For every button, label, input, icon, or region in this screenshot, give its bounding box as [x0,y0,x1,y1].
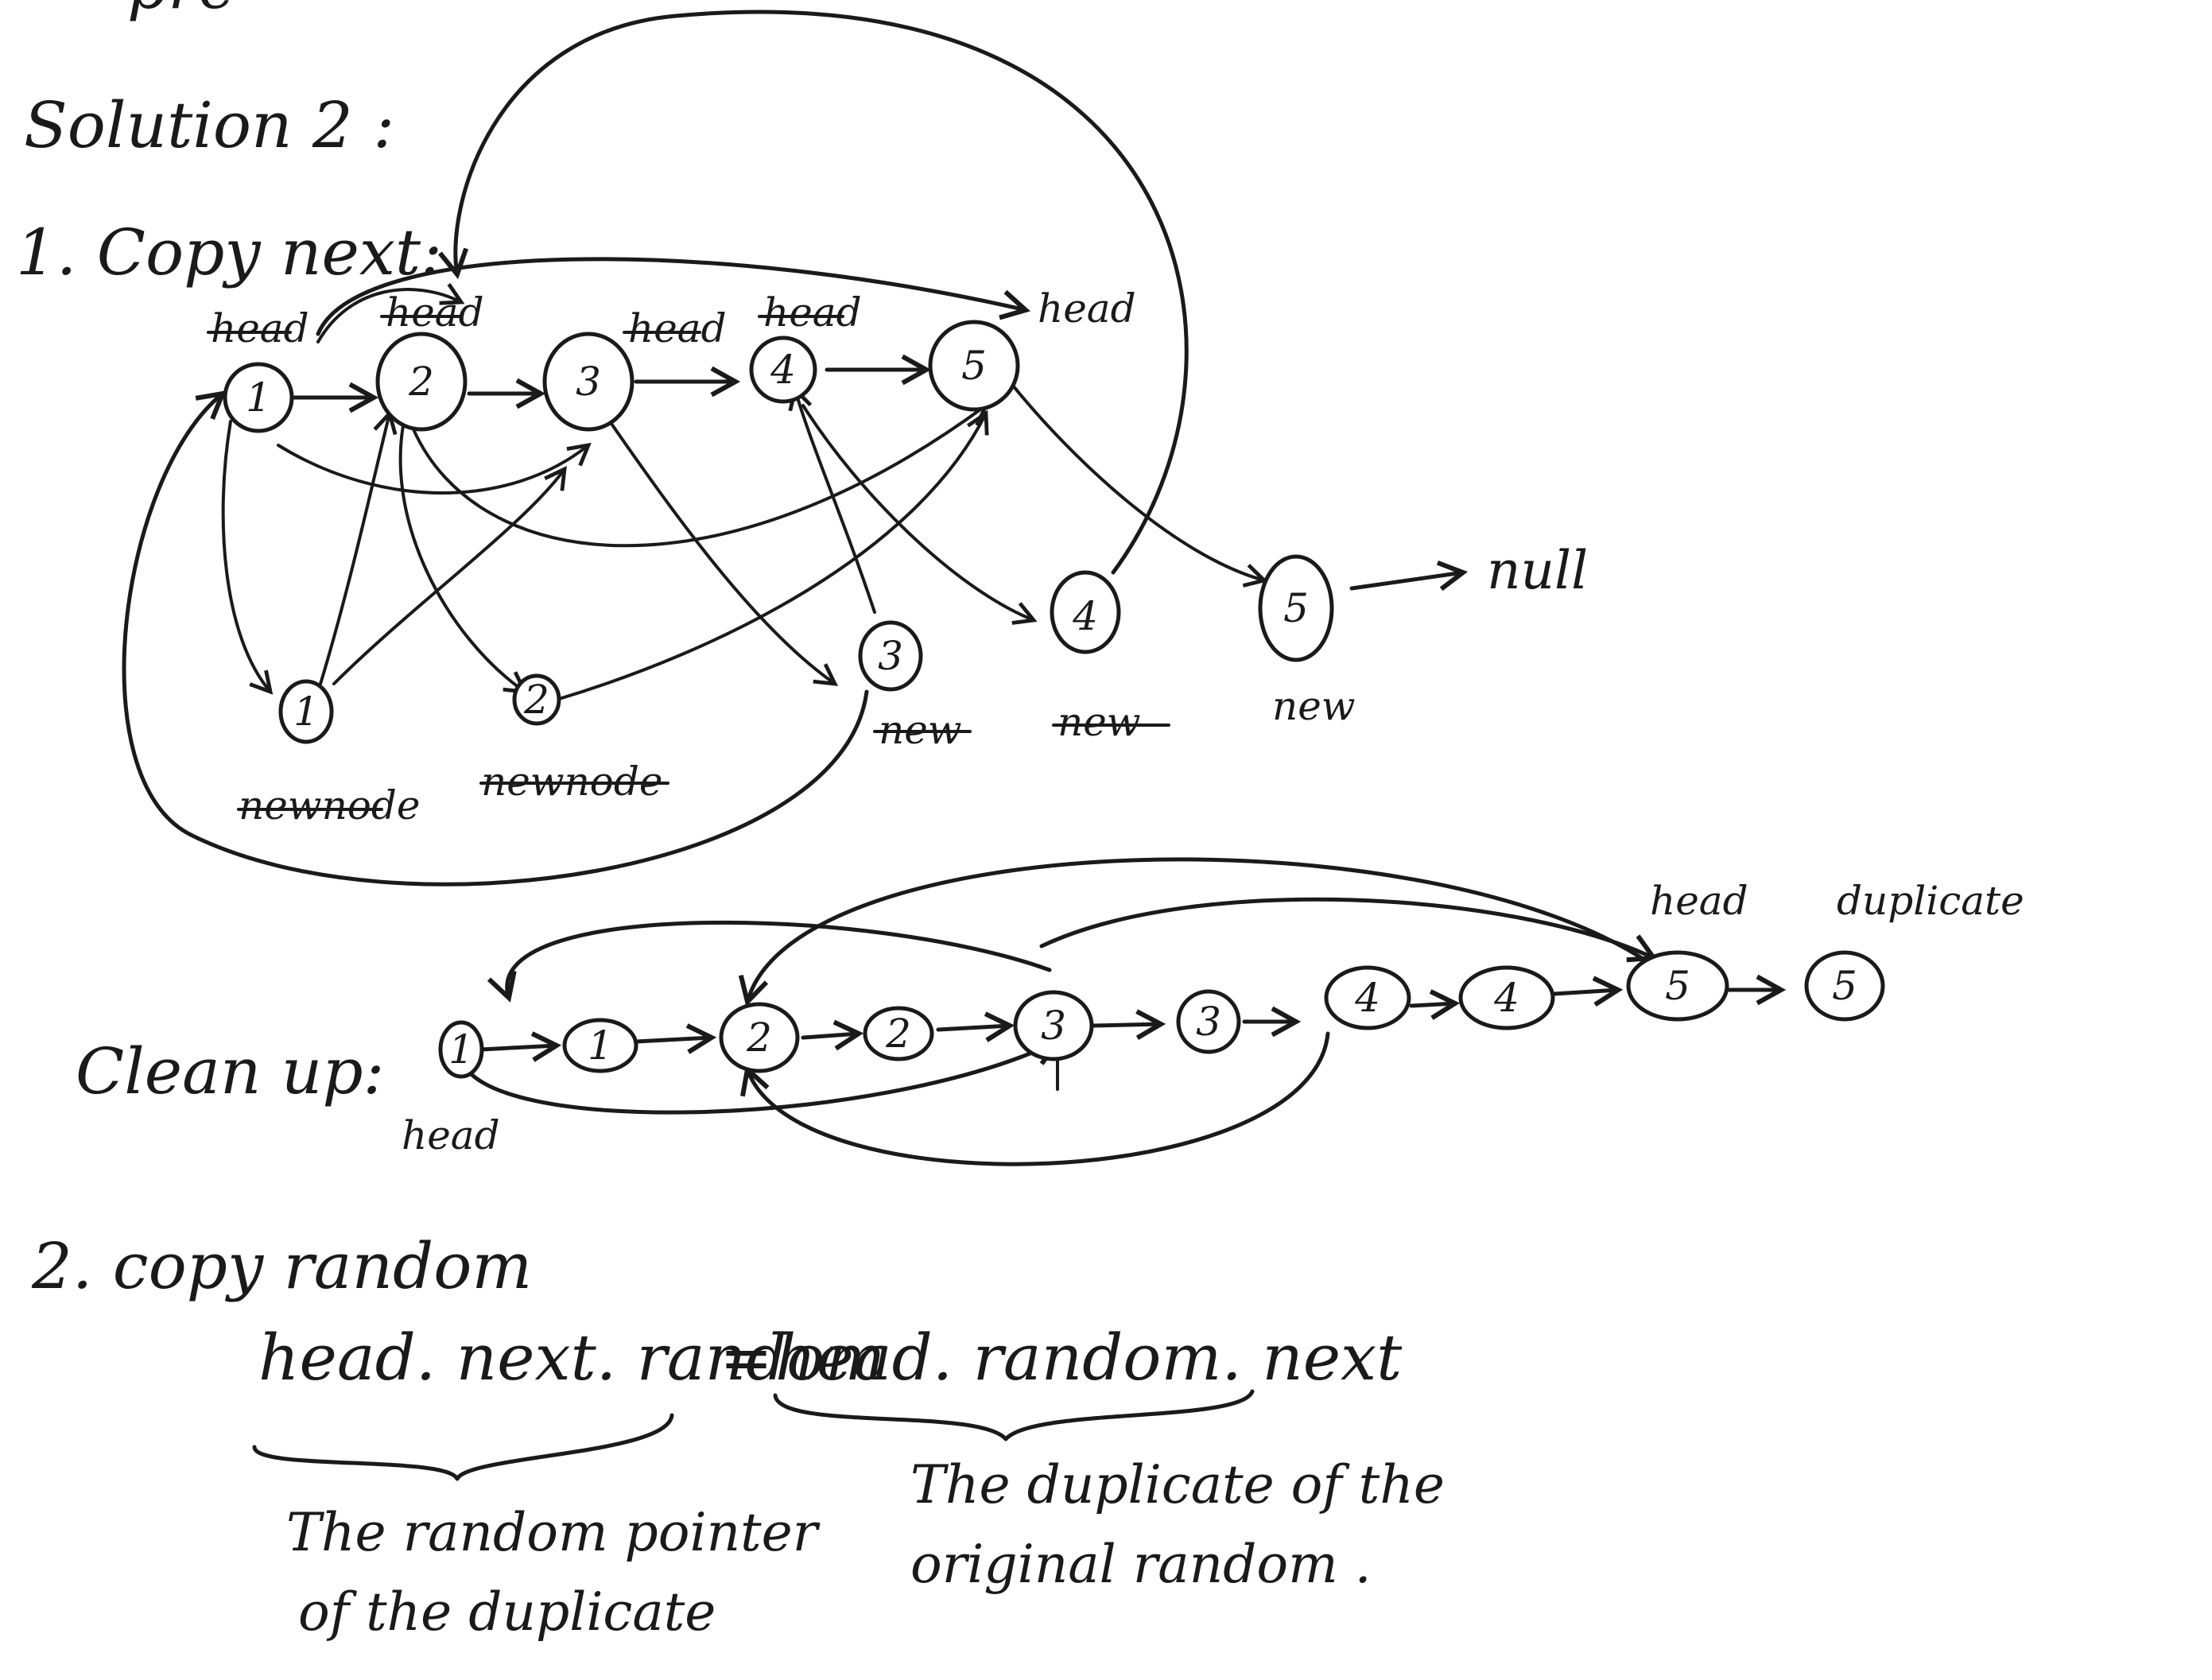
cross-link-2 [412,403,989,548]
copy-node-5: 5 [1258,554,1334,662]
copy-node-4: 4 [1050,570,1121,654]
svg-text:4: 4 [770,347,796,393]
svg-text:3: 3 [1041,1003,1066,1049]
cleanup-loop-4 [740,1031,1330,1166]
top-node-1: 1 [223,362,294,433]
cleanup-loop-1 [487,920,1052,1003]
top-label-4: head [763,289,862,336]
cleanup-node-3: 2 [719,1002,800,1073]
cross-link-1 [277,442,592,495]
top-node-4: 4 [749,336,817,404]
cleanup-node-4: 2 [863,1006,934,1061]
copy-node-3: 3 [858,620,923,692]
cross-link-10 [788,386,876,614]
copy-node-1: 1 [278,679,334,744]
step1-label: 1. Copy next: [16,215,442,289]
solution-title: Solution 2 : [24,88,394,162]
cleanup-head-left: head [402,1112,500,1158]
cleanup-node-5: 3 [1013,990,1094,1061]
step2-label: 2. copy random [31,1229,532,1303]
svg-text:5: 5 [1283,585,1309,631]
svg-text:1: 1 [448,1026,474,1073]
cross-link-7 [603,412,839,686]
rhs-note-line2: original random . [910,1534,1372,1595]
cleanup-loop-3 [459,1037,1062,1115]
cleanup-node-9: 5 [1626,950,1729,1022]
cleanup-node-7: 4 [1324,965,1411,1030]
copy-node-2: 2 [512,673,561,726]
svg-text:3: 3 [878,633,903,679]
cleanup-node-1: 1 [438,1020,484,1079]
lhs-brace [252,1413,674,1481]
step2-rhs: head. random. next [775,1321,1403,1395]
svg-text:2: 2 [408,359,434,405]
svg-text:1: 1 [588,1022,613,1069]
top-label-1: head [211,305,309,351]
svg-text:5: 5 [1665,963,1690,1009]
cross-link-5 [221,420,274,695]
cross-link-11 [316,409,398,693]
svg-text:2: 2 [746,1015,772,1061]
svg-text:3: 3 [576,359,601,405]
cross-link-8 [801,404,1038,625]
top-label-5: head [1038,285,1136,332]
cross-link-3 [332,465,567,685]
cross-link-4 [555,409,989,701]
cleanup-node-8: 4 [1458,965,1555,1030]
null-arrow [1349,560,1469,592]
cross-link-6 [398,412,529,694]
cleanup-loop-5 [1039,897,1659,963]
copy-label-5: new [1272,683,1356,729]
head-pointer-arc [316,282,465,343]
svg-text:2: 2 [885,1011,911,1057]
rhs-note-line1: The duplicate of the [910,1454,1445,1515]
top-label-3: head [628,305,727,351]
random-pointer-loop-mid [316,257,1031,336]
cleanup-node-2: 1 [562,1018,638,1073]
top-fragment: pre [127,0,236,23]
step2-equals: = [720,1321,773,1395]
lhs-note-line2: of the duplicate [298,1581,716,1643]
rhs-brace [773,1389,1255,1441]
cleanup-node-6: 3 [1176,989,1241,1054]
cleanup-label: Clean up: [76,1034,384,1108]
cleanup-head-right: head [1650,878,1748,924]
step1-diagram: 1 2 3 4 5 head head head head head [122,10,1588,887]
svg-text:2: 2 [523,677,549,723]
random-pointer-loop-top [438,10,1189,575]
svg-text:5: 5 [961,343,987,389]
copy-label-4: new [1057,699,1141,745]
top-node-3: 3 [542,332,634,432]
cleanup-node-10: 5 [1804,950,1885,1022]
lhs-note-line1: The random pointer [286,1502,821,1563]
cleanup-loop-2 [739,857,1656,1007]
cross-link-9 [1008,380,1268,588]
svg-text:4: 4 [1354,975,1380,1021]
svg-text:5: 5 [1832,963,1857,1009]
null-label: null [1487,540,1588,601]
svg-text:1: 1 [246,374,271,421]
svg-text:4: 4 [1493,975,1519,1021]
cleanup-duplicate: duplicate [1837,878,2024,924]
top-node-2: 2 [375,332,468,432]
copy-label-1: newnode [239,782,421,828]
random-pointer-loop-left [122,390,869,887]
cleanup-diagram: Clean up: 1 1 2 2 3 3 4 4 5 5 head head … [76,857,2024,1166]
svg-text:1: 1 [293,689,319,735]
top-label-2: head [386,289,484,336]
svg-text:3: 3 [1196,999,1221,1045]
step2-section: 2. copy random head. next. random = head… [31,1229,1445,1643]
top-node-5: 5 [928,320,1020,412]
step2-lhs: head. next. random [258,1321,885,1395]
svg-text:4: 4 [1072,593,1098,639]
